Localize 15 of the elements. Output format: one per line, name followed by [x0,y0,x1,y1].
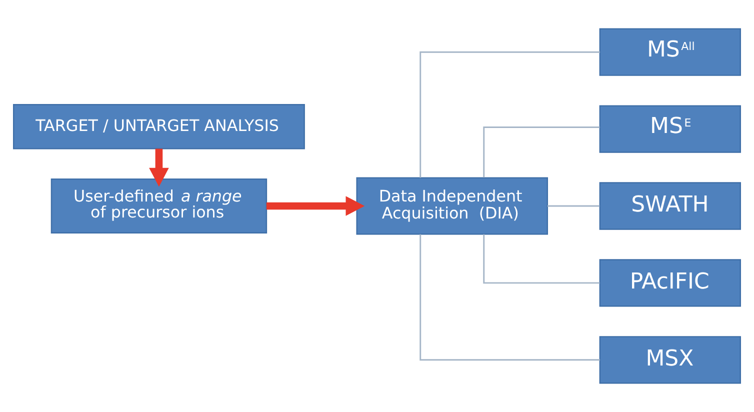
node-box: User-defined a range of precursor ions [50,178,268,234]
arrow [149,148,169,187]
arrow [266,196,365,216]
connector [547,205,600,207]
node-box: Data Independent Acquisition (DIA) [356,177,548,235]
node-box: SWATH [599,182,741,230]
connector [420,234,600,361]
connector [420,51,600,178]
node-box: MS$^{All}$ [599,28,741,76]
node-box: PAcIFIC [599,259,741,307]
node-box: TARGET / UNTARGET ANALYSIS [13,104,305,150]
node-box: MS$^{E}$ [599,105,741,153]
connector [483,234,600,284]
node-box: MSX [599,336,741,384]
connector [483,126,600,178]
